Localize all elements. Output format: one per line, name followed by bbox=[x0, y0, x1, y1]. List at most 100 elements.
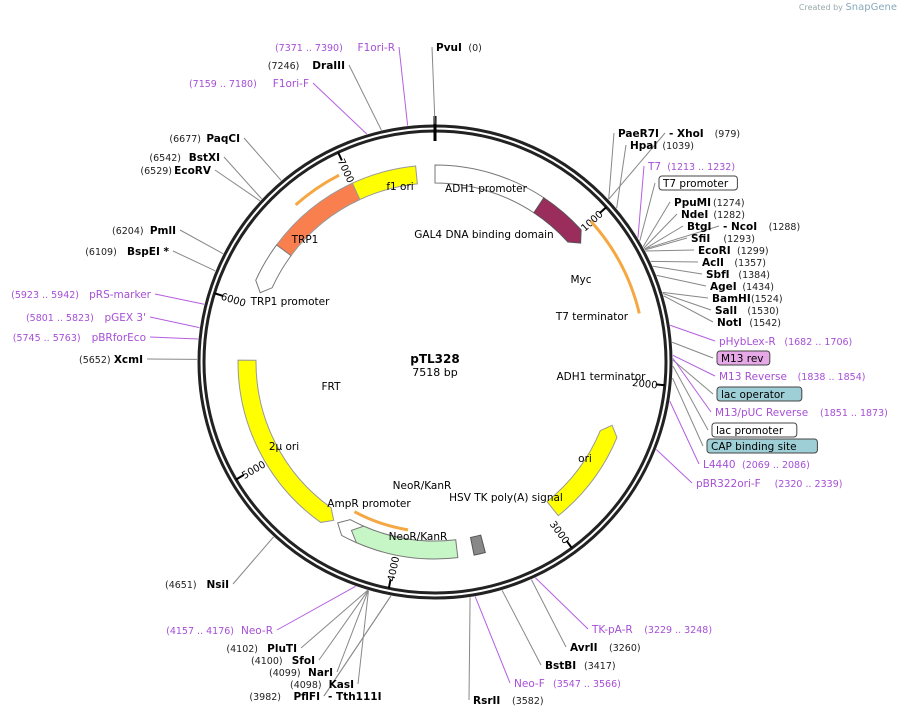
label-num-pvui: (0) bbox=[468, 43, 481, 54]
label-pmli[interactable]: PmlI bbox=[150, 225, 176, 237]
label-lac-operator[interactable]: lac operator bbox=[721, 389, 785, 401]
label-rsrii[interactable]: RsrII bbox=[473, 695, 500, 707]
label-pflfi[interactable]: PflFI bbox=[293, 691, 320, 703]
label-cap-binding-site[interactable]: CAP binding site bbox=[711, 441, 797, 453]
label-agei[interactable]: AgeI bbox=[710, 281, 737, 293]
label-nsii[interactable]: NsiI bbox=[206, 579, 229, 591]
feature-label-2-ori: 2μ ori bbox=[269, 441, 299, 453]
label-sali[interactable]: SalI bbox=[715, 305, 737, 317]
tick-label-3000: 3000 bbox=[547, 519, 571, 546]
leader-sfii bbox=[644, 237, 688, 251]
label-num-paqci: (6677) bbox=[169, 134, 201, 145]
label-num-avrii: (3260) bbox=[609, 643, 641, 654]
label-bamhi[interactable]: BamHI bbox=[712, 293, 751, 305]
label-ecori[interactable]: EcoRI bbox=[698, 245, 731, 257]
label-m13-puc-reverse[interactable]: M13/pUC Reverse bbox=[715, 407, 808, 419]
feature-trp1-arrow[interactable] bbox=[276, 182, 361, 259]
label-t7[interactable]: T7 bbox=[647, 161, 661, 173]
leader-bamhi bbox=[662, 291, 709, 299]
feature-2-ori-arrow[interactable] bbox=[237, 359, 335, 523]
feature-gal4-dna-binding-domain-arrow[interactable] bbox=[533, 197, 582, 244]
feature-ori-arrow[interactable] bbox=[546, 424, 618, 517]
label-num-sbfi: (1384) bbox=[738, 270, 770, 281]
label-draiii[interactable]: DraIII bbox=[312, 60, 345, 72]
label-num-pflfi: (3982) bbox=[249, 692, 281, 703]
label-neo-r[interactable]: Neo-R bbox=[241, 625, 273, 637]
label-num-xcmi: (5652) bbox=[79, 355, 111, 366]
label-bstxi[interactable]: BstXI bbox=[189, 152, 220, 164]
leader-lines bbox=[146, 46, 720, 701]
leader-pbr322ori-f bbox=[655, 449, 693, 484]
label-bstbi[interactable]: BstBI bbox=[545, 660, 576, 672]
label-sbfi[interactable]: SbfI bbox=[706, 269, 730, 281]
label-m13-rev[interactable]: M13 rev bbox=[721, 353, 764, 365]
tick-4000 bbox=[387, 579, 392, 589]
label-t7-promoter[interactable]: T7 promoter bbox=[662, 178, 729, 190]
label-tth111i[interactable]: - Tth111I bbox=[328, 691, 382, 703]
label-btgi[interactable]: BtgI bbox=[687, 221, 711, 233]
label-num-prs-marker: (5923 .. 5942) bbox=[11, 290, 79, 301]
label-box-lac-operator bbox=[716, 386, 803, 402]
leader-ncoi bbox=[644, 225, 720, 250]
label-num-bamhi: (1524) bbox=[751, 294, 783, 305]
label-xhoi[interactable]: - XhoI bbox=[669, 128, 704, 140]
label-ecorv[interactable]: EcoRV bbox=[174, 165, 212, 177]
leader-ecorv bbox=[214, 169, 261, 202]
label-ncoi[interactable]: - NcoI bbox=[723, 221, 757, 233]
label-m13-reverse[interactable]: M13 Reverse bbox=[719, 371, 787, 383]
label-num-bstxi: (6542) bbox=[149, 153, 181, 164]
leader-bspei bbox=[172, 250, 216, 272]
label-hpai[interactable]: HpaI bbox=[630, 140, 657, 152]
label-ndei[interactable]: NdeI bbox=[681, 209, 708, 221]
leader-sbfi bbox=[652, 265, 703, 275]
label-num-rsrii: (3582) bbox=[512, 696, 544, 707]
label-pbr322ori-f[interactable]: pBR322ori-F bbox=[696, 478, 761, 490]
feature-trp1-promoter-arrow[interactable] bbox=[255, 244, 292, 294]
label-num-ecori: (1299) bbox=[737, 246, 769, 257]
leader-ppumi bbox=[642, 201, 671, 247]
label-tk-pa-r[interactable]: TK-pA-R bbox=[591, 624, 633, 636]
label-paqci[interactable]: PaqCI bbox=[206, 133, 240, 145]
label-nari[interactable]: NarI bbox=[308, 667, 333, 679]
label-noti[interactable]: NotI bbox=[717, 317, 742, 329]
label-paer7i[interactable]: PaeR7I bbox=[618, 128, 659, 140]
leader-cap-binding-site bbox=[672, 377, 704, 447]
outer-labels: F1ori-R(7371 .. 7390)PvuI(0)DraIII(7246)… bbox=[11, 42, 888, 707]
label-num-phyblex-r: (1682 .. 1706) bbox=[784, 337, 852, 348]
label-num-f1ori-f: (7159 .. 7180) bbox=[189, 79, 257, 90]
label-num-xhoi: (979) bbox=[715, 129, 741, 140]
label-sfii[interactable]: SfiI bbox=[691, 233, 710, 245]
label-sfoi[interactable]: SfoI bbox=[292, 655, 315, 667]
leader-lac-operator bbox=[672, 359, 714, 395]
label-avrii[interactable]: AvrII bbox=[570, 642, 598, 654]
label-kasi[interactable]: KasI bbox=[329, 679, 354, 691]
label-num-nsii: (4651) bbox=[165, 580, 197, 591]
label-neo-f[interactable]: Neo-F bbox=[514, 678, 545, 690]
label-l4440[interactable]: L4440 bbox=[703, 459, 736, 471]
label-pluti[interactable]: PluTI bbox=[267, 643, 297, 655]
feature-neor-kanr-arrow[interactable] bbox=[350, 525, 459, 560]
feature-hsv-tk-poly-a-signal-arrow[interactable] bbox=[469, 534, 486, 556]
label-acli[interactable]: AclI bbox=[702, 257, 724, 269]
orf-arc-2 bbox=[353, 510, 409, 532]
label-num-ncoi: (1288) bbox=[769, 222, 801, 233]
label-xcmi[interactable]: XcmI bbox=[114, 354, 143, 366]
label-phyblex-r[interactable]: pHybLex-R bbox=[719, 336, 776, 348]
label-pgex-3[interactable]: pGEX 3' bbox=[104, 312, 146, 324]
label-pbrforeco[interactable]: pBRforEco bbox=[92, 332, 146, 344]
feature-label-t7-terminator: T7 terminator bbox=[555, 311, 629, 323]
label-ppumi[interactable]: PpuMI bbox=[674, 197, 711, 209]
leader-neo-f bbox=[474, 596, 511, 684]
tick-label-4000: 4000 bbox=[386, 555, 402, 582]
label-bspei[interactable]: BspEI * bbox=[127, 246, 170, 258]
label-f1ori-r[interactable]: F1ori-R bbox=[358, 42, 395, 54]
leader-tk-pa-r bbox=[535, 577, 589, 630]
label-pvui[interactable]: PvuI bbox=[436, 42, 462, 54]
label-f1ori-f[interactable]: F1ori-F bbox=[273, 78, 309, 90]
label-num-pgex-3: (5801 .. 5823) bbox=[26, 313, 94, 324]
label-prs-marker[interactable]: pRS-marker bbox=[89, 289, 152, 301]
leader-neo-r bbox=[276, 585, 356, 631]
leader-m13-reverse bbox=[672, 354, 716, 377]
label-lac-promoter[interactable]: lac promoter bbox=[716, 425, 784, 437]
feature-label-gal4-dna-binding-domain: GAL4 DNA binding domain bbox=[414, 229, 553, 241]
